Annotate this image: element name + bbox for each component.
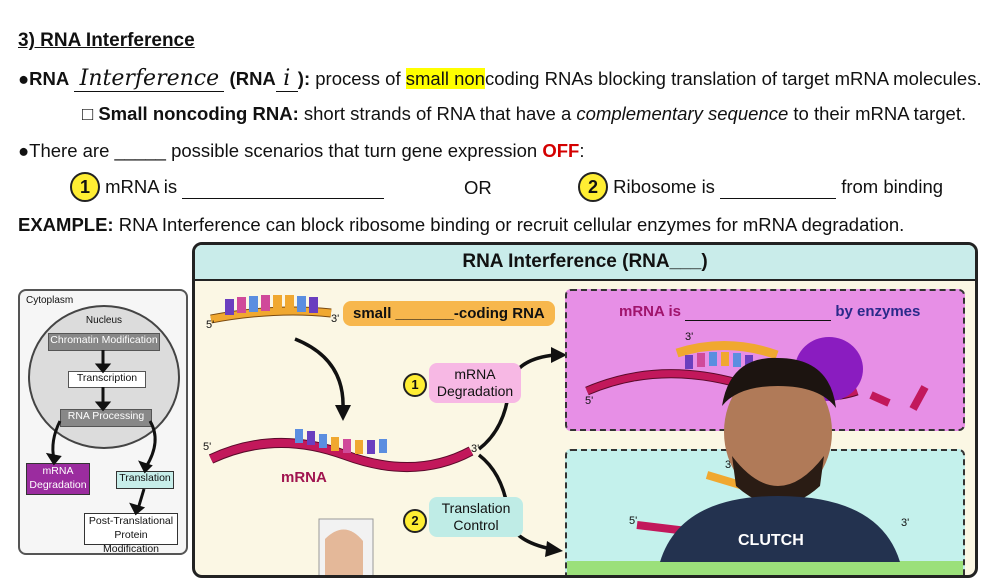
chromatin-box: Chromatin Modification [48, 333, 160, 351]
off-word: OFF [542, 140, 580, 161]
clutch-logo: CLUTCH [738, 532, 804, 549]
option-1-badge: 1 [403, 373, 427, 397]
small-rna-bases [225, 295, 318, 315]
small-rna-text-a: short strands of RNA that have a [303, 103, 572, 124]
panel-title: RNA Interference (RNA___) [195, 245, 975, 281]
translation-five-prime: 5' [629, 515, 638, 527]
scenario-1-text: mRNA is [105, 176, 178, 197]
scenario-2: 2 Ribosome is from binding [578, 172, 943, 202]
translation-three-prime: 3' [901, 517, 910, 529]
small-rna-line: □ Small noncoding RNA: short strands of … [82, 103, 966, 125]
cytoplasm-diagram: Cytoplasm Nucleus Chromatin Modification… [18, 289, 188, 555]
scenario-2-text-b: from binding [841, 176, 944, 197]
example-text: RNA Interference can block ribosome bind… [118, 214, 905, 235]
number-one-badge: 1 [70, 172, 100, 202]
scenarios-line: ●There are _____ possible scenarios that… [18, 140, 585, 162]
rna-close: ): [297, 68, 311, 89]
section-heading: 3) RNA Interference [18, 30, 195, 51]
presenter-video [660, 357, 900, 562]
checkbox-glyph: □ [82, 103, 94, 124]
handwritten-i: i [283, 66, 291, 91]
rna-processing-box: RNA Processing [60, 409, 152, 427]
complementary-sequence: complementary sequence [576, 103, 789, 124]
blank-scenario-2 [720, 176, 837, 199]
scenario-options: 1 mRNA is [70, 172, 385, 202]
option-2-badge: 2 [403, 509, 427, 533]
translation-box: Translation [116, 471, 174, 489]
small-rna-five-prime: 5' [206, 319, 215, 331]
bullet-rna: ●RNA [18, 68, 70, 89]
cytoplasm-label: Cytoplasm [26, 295, 74, 306]
example-label: EXAMPLE: [18, 214, 114, 235]
degradation-scenario-box: mRNA is by enzymes 3' 5' [565, 289, 965, 431]
mrna-five-prime: 5' [203, 441, 212, 453]
scenarios-text-a: ●There are _____ possible scenarios that… [18, 140, 538, 161]
definition-text-b: coding RNAs blocking translation of targ… [484, 68, 982, 89]
translation-three-prime-top: 3' [725, 459, 734, 471]
highlight-small-non: small non [405, 68, 485, 89]
degradation-five-prime: 5' [585, 395, 594, 407]
small-rna-text-b: to their mRNA target. [793, 103, 967, 124]
handwritten-interference: Interference [79, 66, 220, 91]
mrna-degradation-box: mRNA Degradation [26, 463, 90, 495]
rna-paren: (RNA [229, 68, 276, 89]
duplex-three-prime: 3' [685, 331, 694, 343]
small-rna-label: small _______-coding RNA [343, 301, 555, 326]
small-rna-term: Small noncoding RNA: [98, 103, 299, 124]
definition-text-a: process of [315, 68, 401, 89]
number-two-badge: 2 [578, 172, 608, 202]
mrna-three-prime: 3' [471, 443, 480, 455]
nucleus-label: Nucleus [85, 315, 123, 326]
post-translational-box: Post-Translational Protein Modification [84, 513, 178, 555]
definition-line: ●RNA Interference (RNA i): process of sma… [18, 66, 982, 92]
degradation-title: mRNA is by enzymes [619, 303, 921, 321]
scenarios-text-b: : [579, 140, 585, 161]
mrna-label: mRNA [281, 469, 327, 486]
small-rna-three-prime: 3' [331, 313, 340, 325]
or-word: OR [464, 177, 492, 198]
blank-interference: Interference [74, 66, 225, 92]
blank-scenario-1 [182, 176, 385, 199]
scenario-2-text-a: Ribosome is [613, 176, 715, 197]
example-line: EXAMPLE: RNA Interference can block ribo… [18, 214, 904, 236]
cytoplasm-arrows [45, 350, 157, 516]
blank-i: i [275, 66, 298, 92]
mrna-bases [295, 429, 387, 454]
transcription-box: Transcription [68, 371, 146, 388]
